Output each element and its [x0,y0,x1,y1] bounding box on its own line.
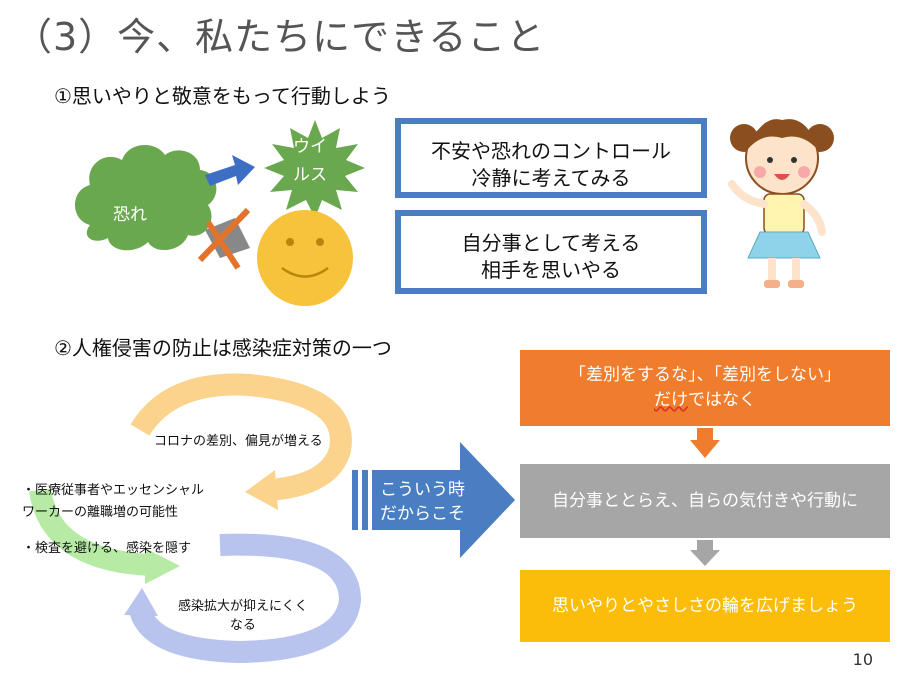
page-title: （3）今、私たちにできること [14,15,546,59]
virus-label: ウイ ルス [293,137,327,185]
flow-box-spread-kindness: 思いやりとやさしさの輪を広げましょう [520,570,890,642]
arrow-right-icon [205,155,255,186]
cycle-item-discrimination: コロナの差別、偏見が増える [154,434,323,449]
fear-label: 恐れ [113,205,147,225]
cycle-arrow-green-icon [29,487,180,584]
down-arrow-gray-icon [690,540,720,566]
section2-heading: ②人権侵害の防止は感染症対策の一つ [54,336,392,360]
flow-box-own-awareness: 自分事ととらえ、自らの気付きや行動に [520,464,890,538]
cycle-item-spread: 感染拡大が抑えにくく なる [178,599,308,633]
cycle-arrow-blue-icon [124,533,362,664]
flow-box-not-just-no-discrimination: 「差別をするな」、「差別をしない」 だけではなく [520,350,890,426]
vicious-cycle-diagram [29,373,362,664]
crossed-sticks-icon [197,207,251,270]
box-think-as-own: 自分事として考える 相手を思いやる [395,210,707,294]
cycle-arrow-orange-icon [130,373,352,510]
fear-cloud-icon [75,144,217,251]
girl-illustration-icon [728,119,834,288]
cycle-item-staff-turnover: ・医療従事者やエッセンシャル ワーカーの離職増の可能性 [22,483,205,520]
fear-illustration [75,120,365,306]
box-anxiety-control: 不安や恐れのコントロール 冷静に考えてみる [395,118,707,198]
section1-heading: ①思いやりと敬意をもって行動しよう [54,84,391,108]
big-arrow-right-icon [352,442,515,558]
arrow-label: こういう時 だからこそ [380,480,465,524]
virus-icon [264,120,365,218]
cycle-item-avoid-testing: ・検査を避ける、感染を隠す [22,541,192,556]
smiley-face-icon [257,210,353,306]
page-number: 10 [852,650,873,669]
down-arrow-orange-icon [690,428,720,458]
